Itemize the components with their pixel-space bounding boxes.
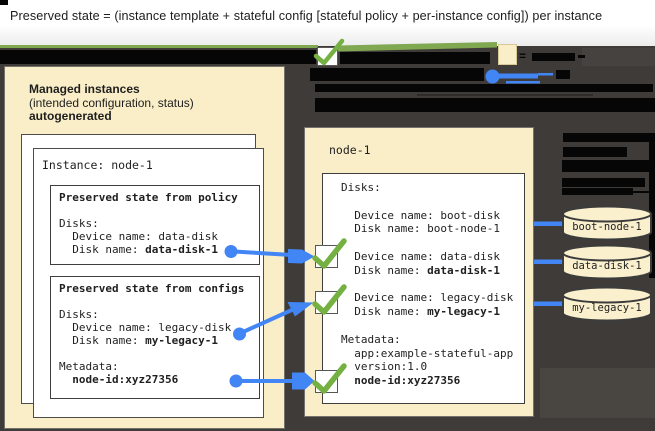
redacted-bar	[649, 133, 655, 278]
config-line: Disks:	[59, 217, 99, 230]
config-value: data-disk-1	[427, 263, 500, 277]
heading-line: autogenerated	[29, 109, 112, 123]
disk-cylinder-icon	[562, 286, 652, 322]
disk-cylinder-icon	[562, 244, 652, 280]
check-box-node-id	[312, 363, 347, 394]
disk-cylinder: data-disk-1	[561, 243, 653, 281]
redacted-bar	[562, 188, 633, 195]
config-line: Disk name: data-disk-1	[59, 243, 257, 256]
disk-link-line	[534, 301, 562, 306]
config-line: Disks:	[341, 181, 381, 194]
disk-label: data-disk-1	[572, 260, 642, 272]
disk-link-line	[534, 221, 562, 226]
instance-card: Instance: node-1 Preserved state from po…	[33, 148, 264, 418]
config-line: Device name: boot-disk	[341, 208, 500, 222]
config-value: node-id:xyz27356	[59, 373, 179, 386]
config-label: Disk name:	[341, 305, 428, 319]
config-line: app:example-stateful-app	[341, 346, 514, 360]
config-label: Disk name:	[59, 243, 146, 256]
disk-cylinder: boot-node-1	[561, 204, 653, 242]
config-line: Metadata:	[341, 332, 401, 346]
config-line: version:1.0	[341, 360, 428, 374]
instance-title: Instance: node-1	[42, 158, 153, 172]
config-value: data-disk-1	[145, 243, 218, 256]
background-patch	[540, 368, 655, 418]
redacted-bar	[0, 0, 8, 5]
disk-label: boot-node-1	[572, 221, 642, 233]
heading-line: (intended configuration, status)	[29, 95, 194, 110]
policy-state-box: Preserved state from policy Disks: Devic…	[50, 185, 260, 265]
redacted-bar	[532, 53, 575, 61]
heading-line: Managed instances	[29, 82, 140, 96]
redacted-bar	[0, 50, 316, 64]
vm-disks-box: Disks: Device name: boot-disk Disk name:…	[322, 173, 525, 404]
config-line: Disk name: boot-node-1	[341, 222, 500, 236]
disk-cylinder: my-legacy-1	[561, 285, 653, 323]
redacted-bar	[562, 160, 655, 172]
config-value: my-legacy-1	[145, 334, 218, 347]
config-line: Device name: data-disk	[341, 249, 500, 263]
background-patch	[582, 48, 655, 66]
redacted-bar	[340, 52, 490, 64]
redacted-bar	[563, 133, 655, 142]
redacted-bar	[417, 94, 593, 96]
diagram-title: Preserved state = (instance template + s…	[10, 9, 603, 23]
legend-equals-sign: =	[519, 49, 527, 63]
config-line: Device name: legacy-disk	[59, 321, 232, 334]
redacted-bar	[556, 70, 570, 79]
title-bar	[0, 0, 655, 46]
configs-state-title: Preserved state from configs	[59, 282, 245, 295]
redacted-bar	[315, 98, 655, 112]
check-box-legacy-disk	[312, 284, 347, 315]
policy-state-title: Preserved state from policy	[59, 191, 238, 204]
config-line: Disks:	[59, 308, 99, 321]
disk-link-line	[534, 259, 562, 264]
checkmark-icon	[313, 38, 345, 66]
redacted-bar	[310, 68, 484, 81]
check-box-data-disk	[312, 238, 347, 269]
config-value: node-id:xyz27356	[341, 374, 461, 388]
config-line: Device name: data-disk	[59, 230, 218, 243]
redacted-bar	[563, 147, 627, 157]
config-label: Disk name:	[59, 334, 146, 347]
config-line: Metadata:	[59, 360, 119, 373]
config-line: Device name: legacy-disk	[341, 291, 514, 305]
config-line: node-id:xyz27356	[59, 373, 257, 386]
config-line: Disk name: my-legacy-1	[59, 334, 257, 347]
config-label: Disk name:	[341, 263, 428, 277]
checkmark-icon	[312, 363, 347, 394]
panel-heading: Managed instances (intended configuratio…	[29, 82, 269, 124]
config-line: Disk name: my-legacy-1	[341, 305, 522, 319]
disk-label: my-legacy-1	[572, 302, 642, 314]
config-line: node-id:xyz27356	[341, 374, 522, 388]
config-value: my-legacy-1	[427, 305, 500, 319]
blue-connector-legend-icon	[485, 69, 553, 84]
green-divider-line	[0, 45, 318, 48]
checkmark-icon	[312, 284, 347, 315]
checkmark-icon	[312, 238, 347, 269]
redacted-bar	[315, 84, 653, 92]
legend-checkbox	[313, 38, 345, 66]
legend-template-swatch	[498, 44, 517, 65]
disk-cylinder-icon	[562, 205, 652, 241]
redacted-bar	[633, 191, 650, 193]
config-line: Disk name: data-disk-1	[341, 264, 522, 278]
redacted-bar	[578, 55, 585, 58]
redacted-bar	[562, 178, 645, 187]
vm-title: node-1	[329, 143, 371, 157]
configs-state-box: Preserved state from configs Disks: Devi…	[50, 276, 260, 399]
managed-instances-panel: Managed instances (intended configuratio…	[4, 66, 285, 429]
